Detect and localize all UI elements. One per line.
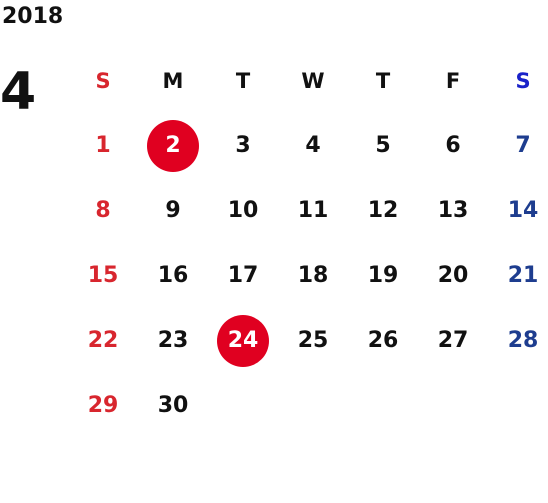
day-cell[interactable]: 16 (157, 263, 189, 288)
weekday-header-sat: S (515, 68, 531, 93)
year-label: 2018 (2, 4, 64, 29)
weekday-header-mon: M (162, 68, 184, 93)
day-cell[interactable]: 7 (515, 133, 531, 158)
day-cell[interactable]: 18 (297, 263, 329, 288)
day-cell-highlighted[interactable]: 2 (138, 113, 208, 178)
day-cell[interactable]: 13 (437, 198, 469, 223)
weekday-header-sun: S (95, 68, 111, 93)
day-cell[interactable]: 12 (367, 198, 399, 223)
day-cell[interactable]: 27 (437, 328, 469, 353)
day-cell[interactable]: 29 (87, 393, 119, 418)
day-cell[interactable]: 21 (507, 263, 539, 288)
day-cell[interactable]: 20 (437, 263, 469, 288)
calendar-grid: S M T W T F S 1 2 3 4 5 6 7 8 9 10 11 12… (68, 48, 548, 438)
weekday-header-thu: T (375, 68, 391, 93)
empty-day-cell (348, 373, 418, 438)
day-cell[interactable]: 28 (507, 328, 539, 353)
day-cell[interactable]: 25 (297, 328, 329, 353)
day-cell[interactable]: 30 (157, 393, 189, 418)
empty-day-cell (208, 373, 278, 438)
weekday-header-fri: F (445, 68, 461, 93)
day-cell[interactable]: 5 (375, 133, 391, 158)
day-cell[interactable]: 3 (235, 133, 251, 158)
day-cell[interactable]: 17 (227, 263, 259, 288)
month-number: 4 (0, 62, 37, 122)
day-cell[interactable]: 9 (165, 198, 181, 223)
day-cell[interactable]: 1 (95, 133, 111, 158)
empty-day-cell (278, 373, 348, 438)
day-cell[interactable]: 19 (367, 263, 399, 288)
weekday-header-tue: T (235, 68, 251, 93)
weekday-header-wed: W (301, 68, 325, 93)
empty-day-cell (488, 373, 548, 438)
day-cell[interactable]: 14 (507, 198, 539, 223)
day-cell[interactable]: 4 (305, 133, 321, 158)
day-cell-highlighted[interactable]: 24 (208, 308, 278, 373)
day-cell[interactable]: 23 (157, 328, 189, 353)
day-label: 2 (165, 133, 181, 158)
day-cell[interactable]: 8 (95, 198, 111, 223)
day-label: 24 (227, 328, 259, 353)
empty-day-cell (418, 373, 488, 438)
day-cell[interactable]: 15 (87, 263, 119, 288)
day-cell[interactable]: 11 (297, 198, 329, 223)
day-cell[interactable]: 10 (227, 198, 259, 223)
day-cell[interactable]: 22 (87, 328, 119, 353)
day-cell[interactable]: 6 (445, 133, 461, 158)
day-cell[interactable]: 26 (367, 328, 399, 353)
